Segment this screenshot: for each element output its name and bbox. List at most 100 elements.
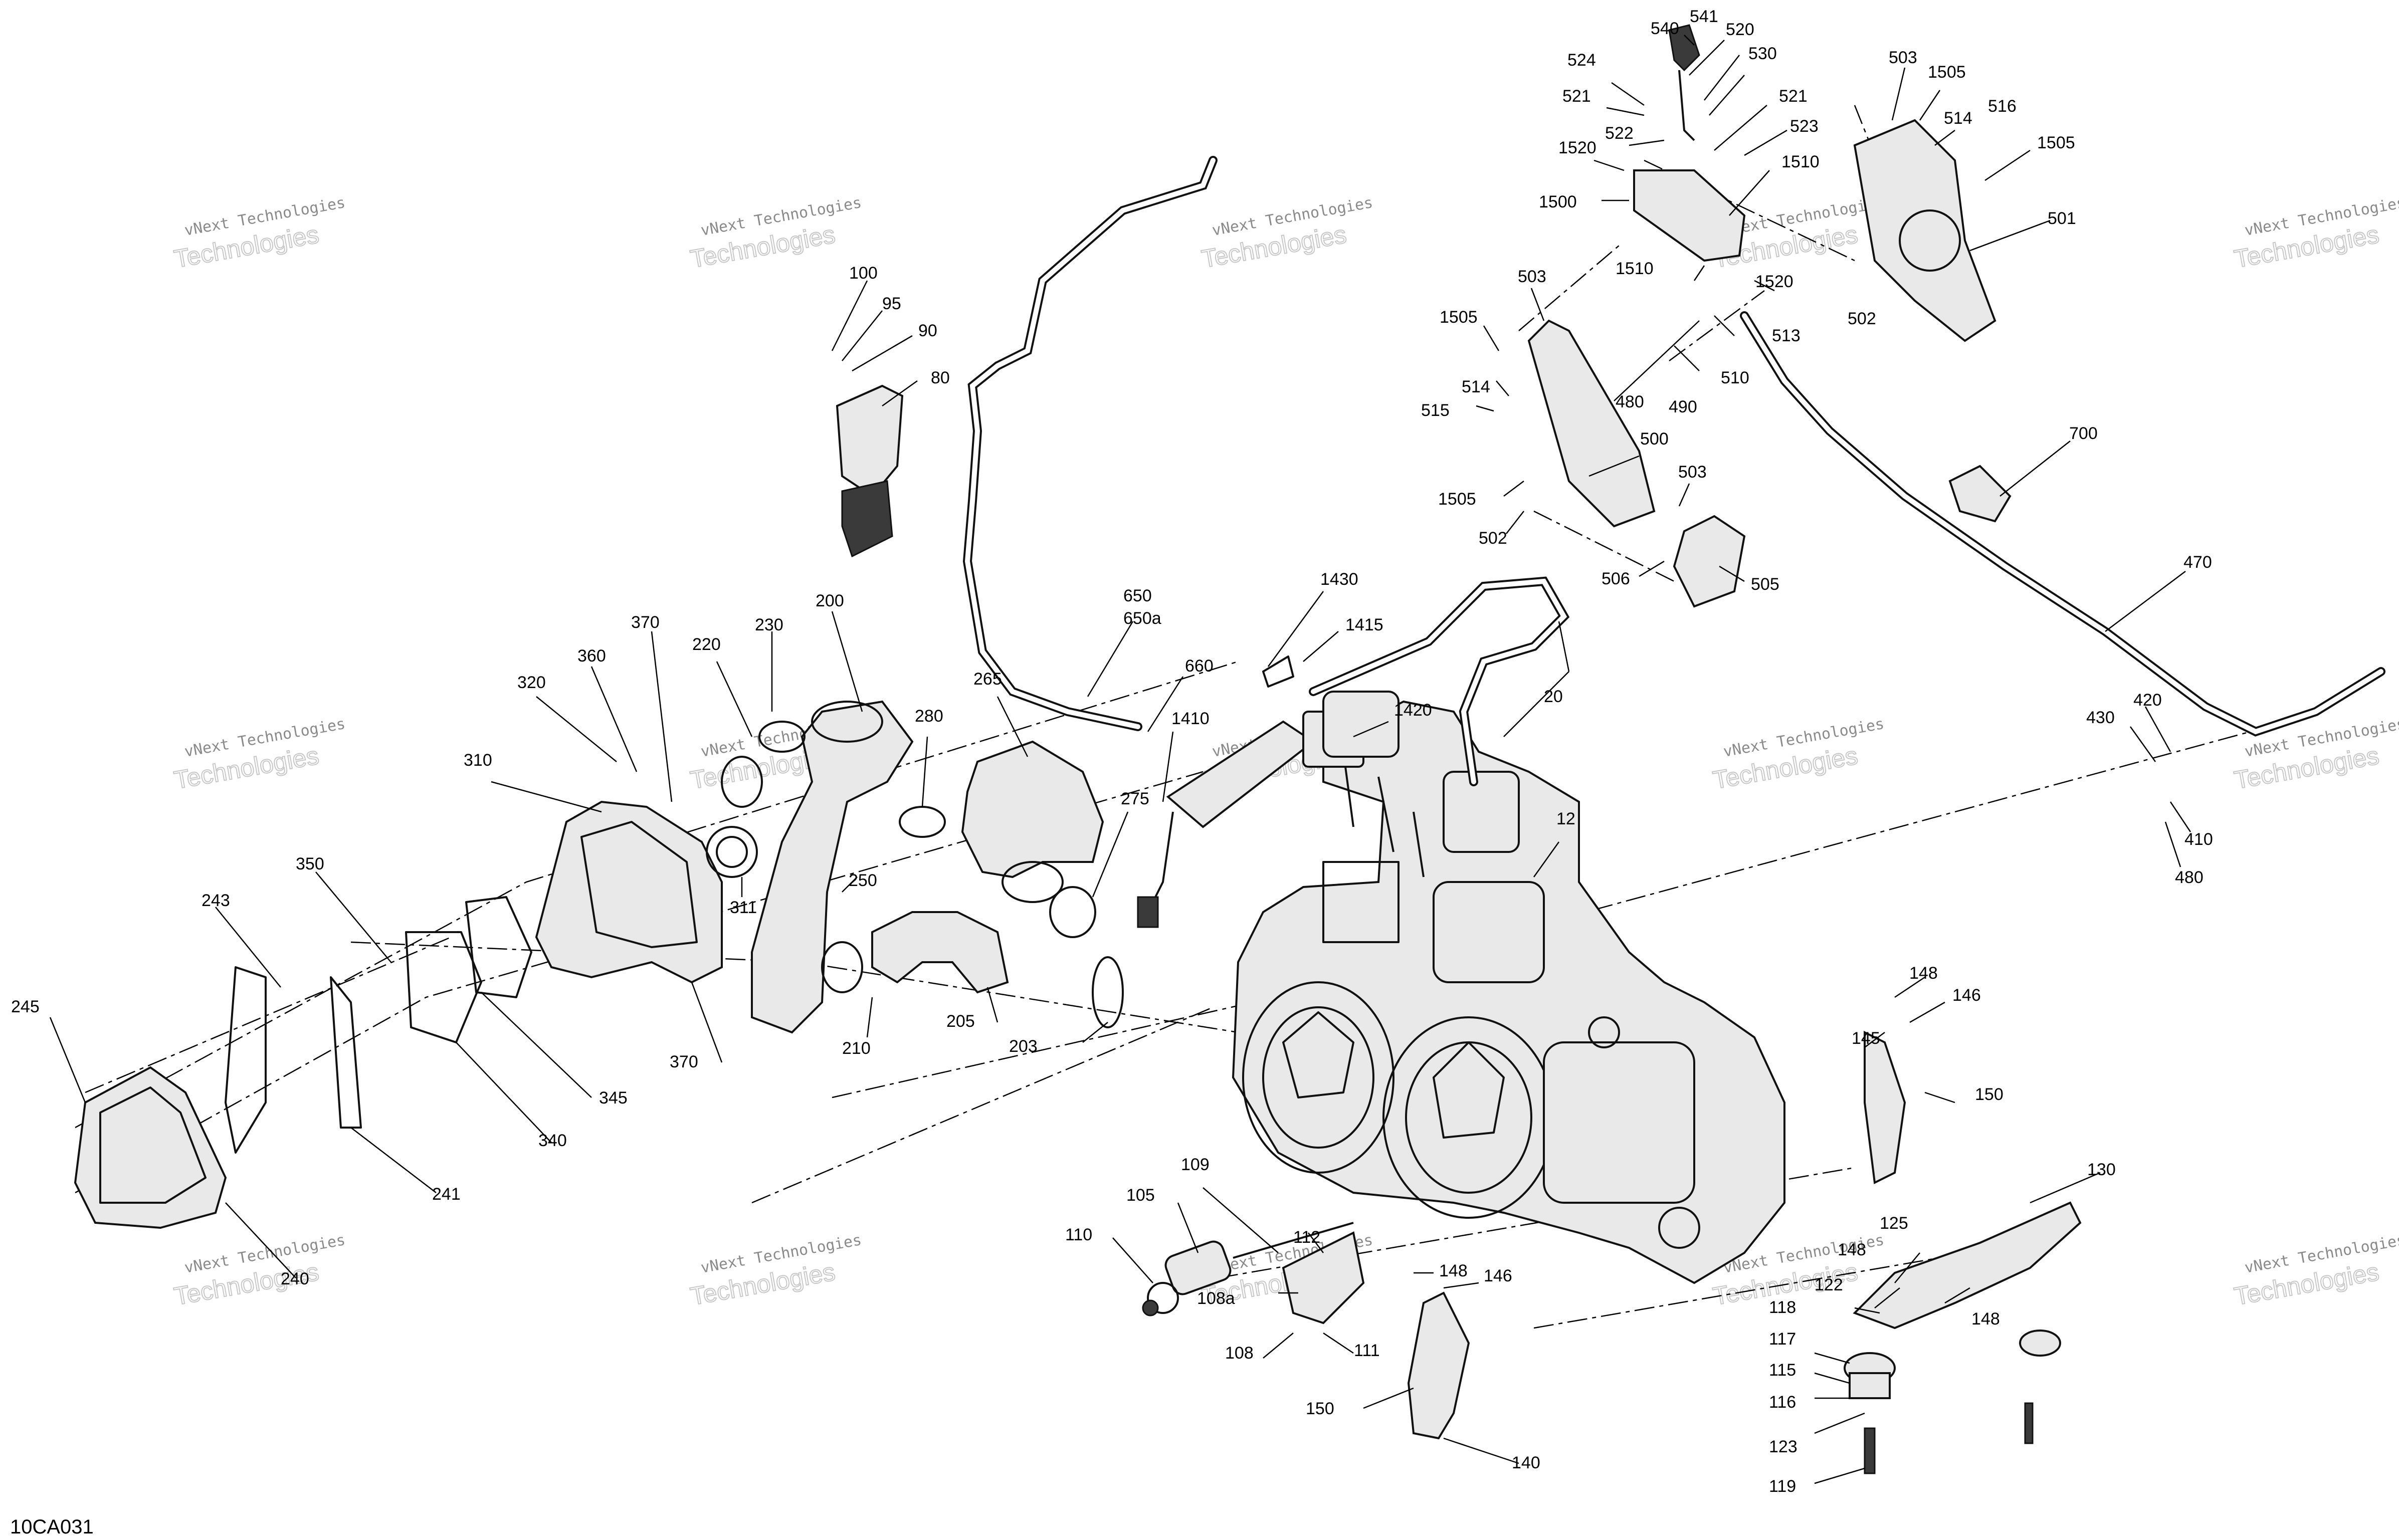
callout-label: 1505 — [1440, 308, 1478, 327]
bracket-145 — [1864, 1030, 1906, 1185]
callout-label: 320 — [517, 673, 546, 692]
callout-label: 123 — [1769, 1437, 1797, 1456]
callout-label: 1505 — [2037, 133, 2075, 152]
callout-label: 111 — [1354, 1341, 1380, 1360]
callout-label: 1505 — [1438, 490, 1476, 509]
bracket-130 — [1853, 1201, 2082, 1330]
callout-label: 500 — [1640, 429, 1669, 449]
callout-label: 100 — [849, 264, 878, 283]
callout-label: 280 — [915, 707, 943, 726]
leader-lines — [49, 35, 2191, 1484]
callout-label: 245 — [11, 997, 40, 1016]
callout-label: 243 — [202, 891, 230, 910]
intake-265 — [961, 740, 1104, 903]
callout-label: 506 — [1602, 569, 1630, 588]
callout-label: 514 — [1944, 109, 1972, 128]
callout-label: 515 — [1421, 401, 1450, 420]
callout-label: 1430 — [1320, 570, 1358, 589]
callout-label: 241 — [432, 1185, 461, 1204]
callout-label: 490 — [1669, 397, 1697, 416]
engine-assembly — [1232, 700, 1785, 1284]
callout-label: 205 — [946, 1012, 975, 1031]
callout-label: 480 — [2175, 868, 2204, 887]
bracket-140 — [1407, 1291, 1470, 1440]
callout-label: 1520 — [1755, 272, 1793, 291]
callout-label: 524 — [1567, 51, 1596, 70]
filter-245 — [74, 896, 532, 1229]
callout-label: 1415 — [1345, 615, 1383, 634]
callout-label: 130 — [2087, 1160, 2116, 1179]
air-tube-200 — [751, 700, 914, 1034]
callout-label: 503 — [1678, 463, 1707, 482]
callout-label: 240 — [281, 1269, 309, 1288]
watermark: vNext Technologies Technologies — [171, 1231, 346, 1311]
callout-label: 150 — [1306, 1399, 1334, 1418]
callout-label: 116 — [1769, 1393, 1796, 1412]
callout-label: 119 — [1769, 1477, 1796, 1496]
control-module-80 — [836, 384, 904, 558]
callout-label: 513 — [1772, 326, 1801, 345]
callout-label: 340 — [538, 1131, 567, 1150]
callout-label: 1420 — [1394, 701, 1432, 720]
callout-label: 502 — [1848, 309, 1876, 328]
callout-label: 146 — [1484, 1266, 1512, 1285]
hose-20 — [1309, 576, 1570, 786]
watermark: vNext Technologies Technologies — [688, 194, 863, 274]
mount-117 — [1844, 1330, 2061, 1474]
watermark: vNext Technologies Technologies — [688, 1231, 863, 1311]
callout-label: 112 — [1293, 1228, 1320, 1247]
boot-205 — [871, 911, 1009, 994]
callout-label: 521 — [1562, 87, 1591, 106]
callout-label: 345 — [599, 1088, 628, 1108]
callout-label: 230 — [755, 615, 783, 634]
callout-label: 1510 — [1781, 152, 1820, 171]
callout-label: 95 — [882, 294, 901, 313]
callout-label: 522 — [1605, 124, 1634, 143]
callout-label: 505 — [1751, 575, 1779, 594]
callout-label: 220 — [692, 635, 721, 654]
callout-label: 140 — [1512, 1453, 1540, 1472]
callout-label: 420 — [2133, 691, 2162, 710]
callout-label: 514 — [1462, 377, 1490, 396]
callout-label: 350 — [296, 854, 324, 873]
part-drawings — [74, 24, 2385, 1474]
component-1420 — [1322, 691, 1400, 758]
callout-label: 108 — [1225, 1344, 1254, 1363]
callout-label: 521 — [1779, 87, 1808, 106]
callout-label: 80 — [931, 368, 950, 387]
callout-label: 520 — [1726, 20, 1754, 39]
watermark: vNext Technologies Technologies — [2232, 194, 2399, 274]
callout-label: 90 — [918, 321, 937, 340]
watermark: vNext Technologies Technologies — [1710, 715, 1885, 795]
callout-label: 503 — [1889, 48, 1917, 67]
callout-label: 360 — [577, 646, 606, 666]
callout-label: 1510 — [1616, 259, 1654, 278]
callout-label: 250 — [849, 871, 877, 890]
callout-label: 150 — [1975, 1085, 2004, 1104]
callout-label: 700 — [2069, 424, 2098, 443]
callout-label: 145 — [1852, 1029, 1880, 1048]
callout-label: 540 — [1651, 19, 1679, 38]
callout-label: 1505 — [1928, 63, 1966, 82]
callout-label: 115 — [1769, 1361, 1796, 1380]
callout-label: 502 — [1479, 529, 1507, 548]
callout-label: 210 — [842, 1039, 871, 1058]
callout-label: 146 — [1952, 986, 1981, 1005]
callout-label: 510 — [1721, 368, 1749, 387]
callout-label: 203 — [1009, 1037, 1038, 1056]
callout-label: 1410 — [1171, 709, 1210, 728]
callout-label: 650a — [1123, 609, 1161, 628]
bracket-108 — [1282, 1231, 1365, 1325]
callout-label: 660 — [1185, 656, 1214, 676]
shifter-assembly — [1527, 24, 2012, 608]
callout-label: 516 — [1988, 97, 2017, 116]
callout-label: 410 — [2184, 830, 2213, 849]
callout-label: 148 — [1439, 1261, 1468, 1280]
callout-label: 311 — [730, 898, 757, 917]
callout-labels: 540 541 520 530 524 521 522 521 523 503 … — [11, 7, 2213, 1496]
watermark: vNext Technologies Technologies — [1199, 194, 1374, 274]
callout-label: 148 — [1971, 1309, 2000, 1329]
callout-label: 105 — [1126, 1186, 1155, 1205]
watermark: vNext Technologies Technologies — [2232, 1231, 2399, 1311]
cable-650 — [962, 156, 1218, 731]
